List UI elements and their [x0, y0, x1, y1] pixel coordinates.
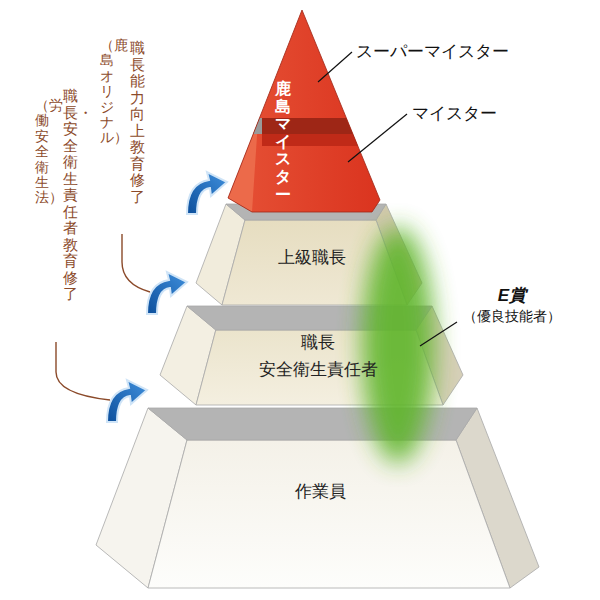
tier-bottom [96, 408, 539, 588]
award-callout: E賞（優良技能者） [463, 285, 561, 325]
step-arrow [107, 380, 147, 422]
step-arrow [147, 272, 187, 314]
callout-label: マイスター [412, 100, 497, 127]
education-note: 職長能力向上教育 修了 [130, 40, 145, 205]
node-text: 鹿島マイスター [275, 80, 291, 203]
education-note: 職長・安全衛生責任者教育 修了 [63, 88, 78, 303]
bracket-line [122, 234, 150, 292]
red-top [200, 0, 400, 220]
tier-label: 職長安全衛生責任者 [259, 329, 378, 383]
node-text: 上級職長 [278, 244, 346, 271]
leader-line [420, 322, 457, 346]
meister-tier: 鹿島マイスター [275, 80, 291, 203]
step-arrow [187, 172, 227, 214]
node-text: （優良技能者） [463, 307, 561, 325]
node-text: E賞 [498, 285, 526, 307]
bracket-line [56, 342, 110, 400]
node-text: 作業員 [295, 478, 346, 505]
leader-line [348, 114, 407, 162]
tier-label: 作業員 [295, 478, 346, 505]
education-source: （労働安全衛生法） [35, 98, 49, 206]
node-text: 安全衛生責任者 [259, 356, 378, 383]
red-outline [228, 10, 380, 212]
tier-label: 上級職長 [278, 244, 346, 271]
education-source: （鹿島オリジナル） [100, 38, 114, 146]
node-text: 職長 [301, 329, 335, 356]
award-blob [362, 227, 434, 463]
leader-line [318, 52, 352, 82]
callout-label: スーパーマイスター [356, 38, 509, 65]
